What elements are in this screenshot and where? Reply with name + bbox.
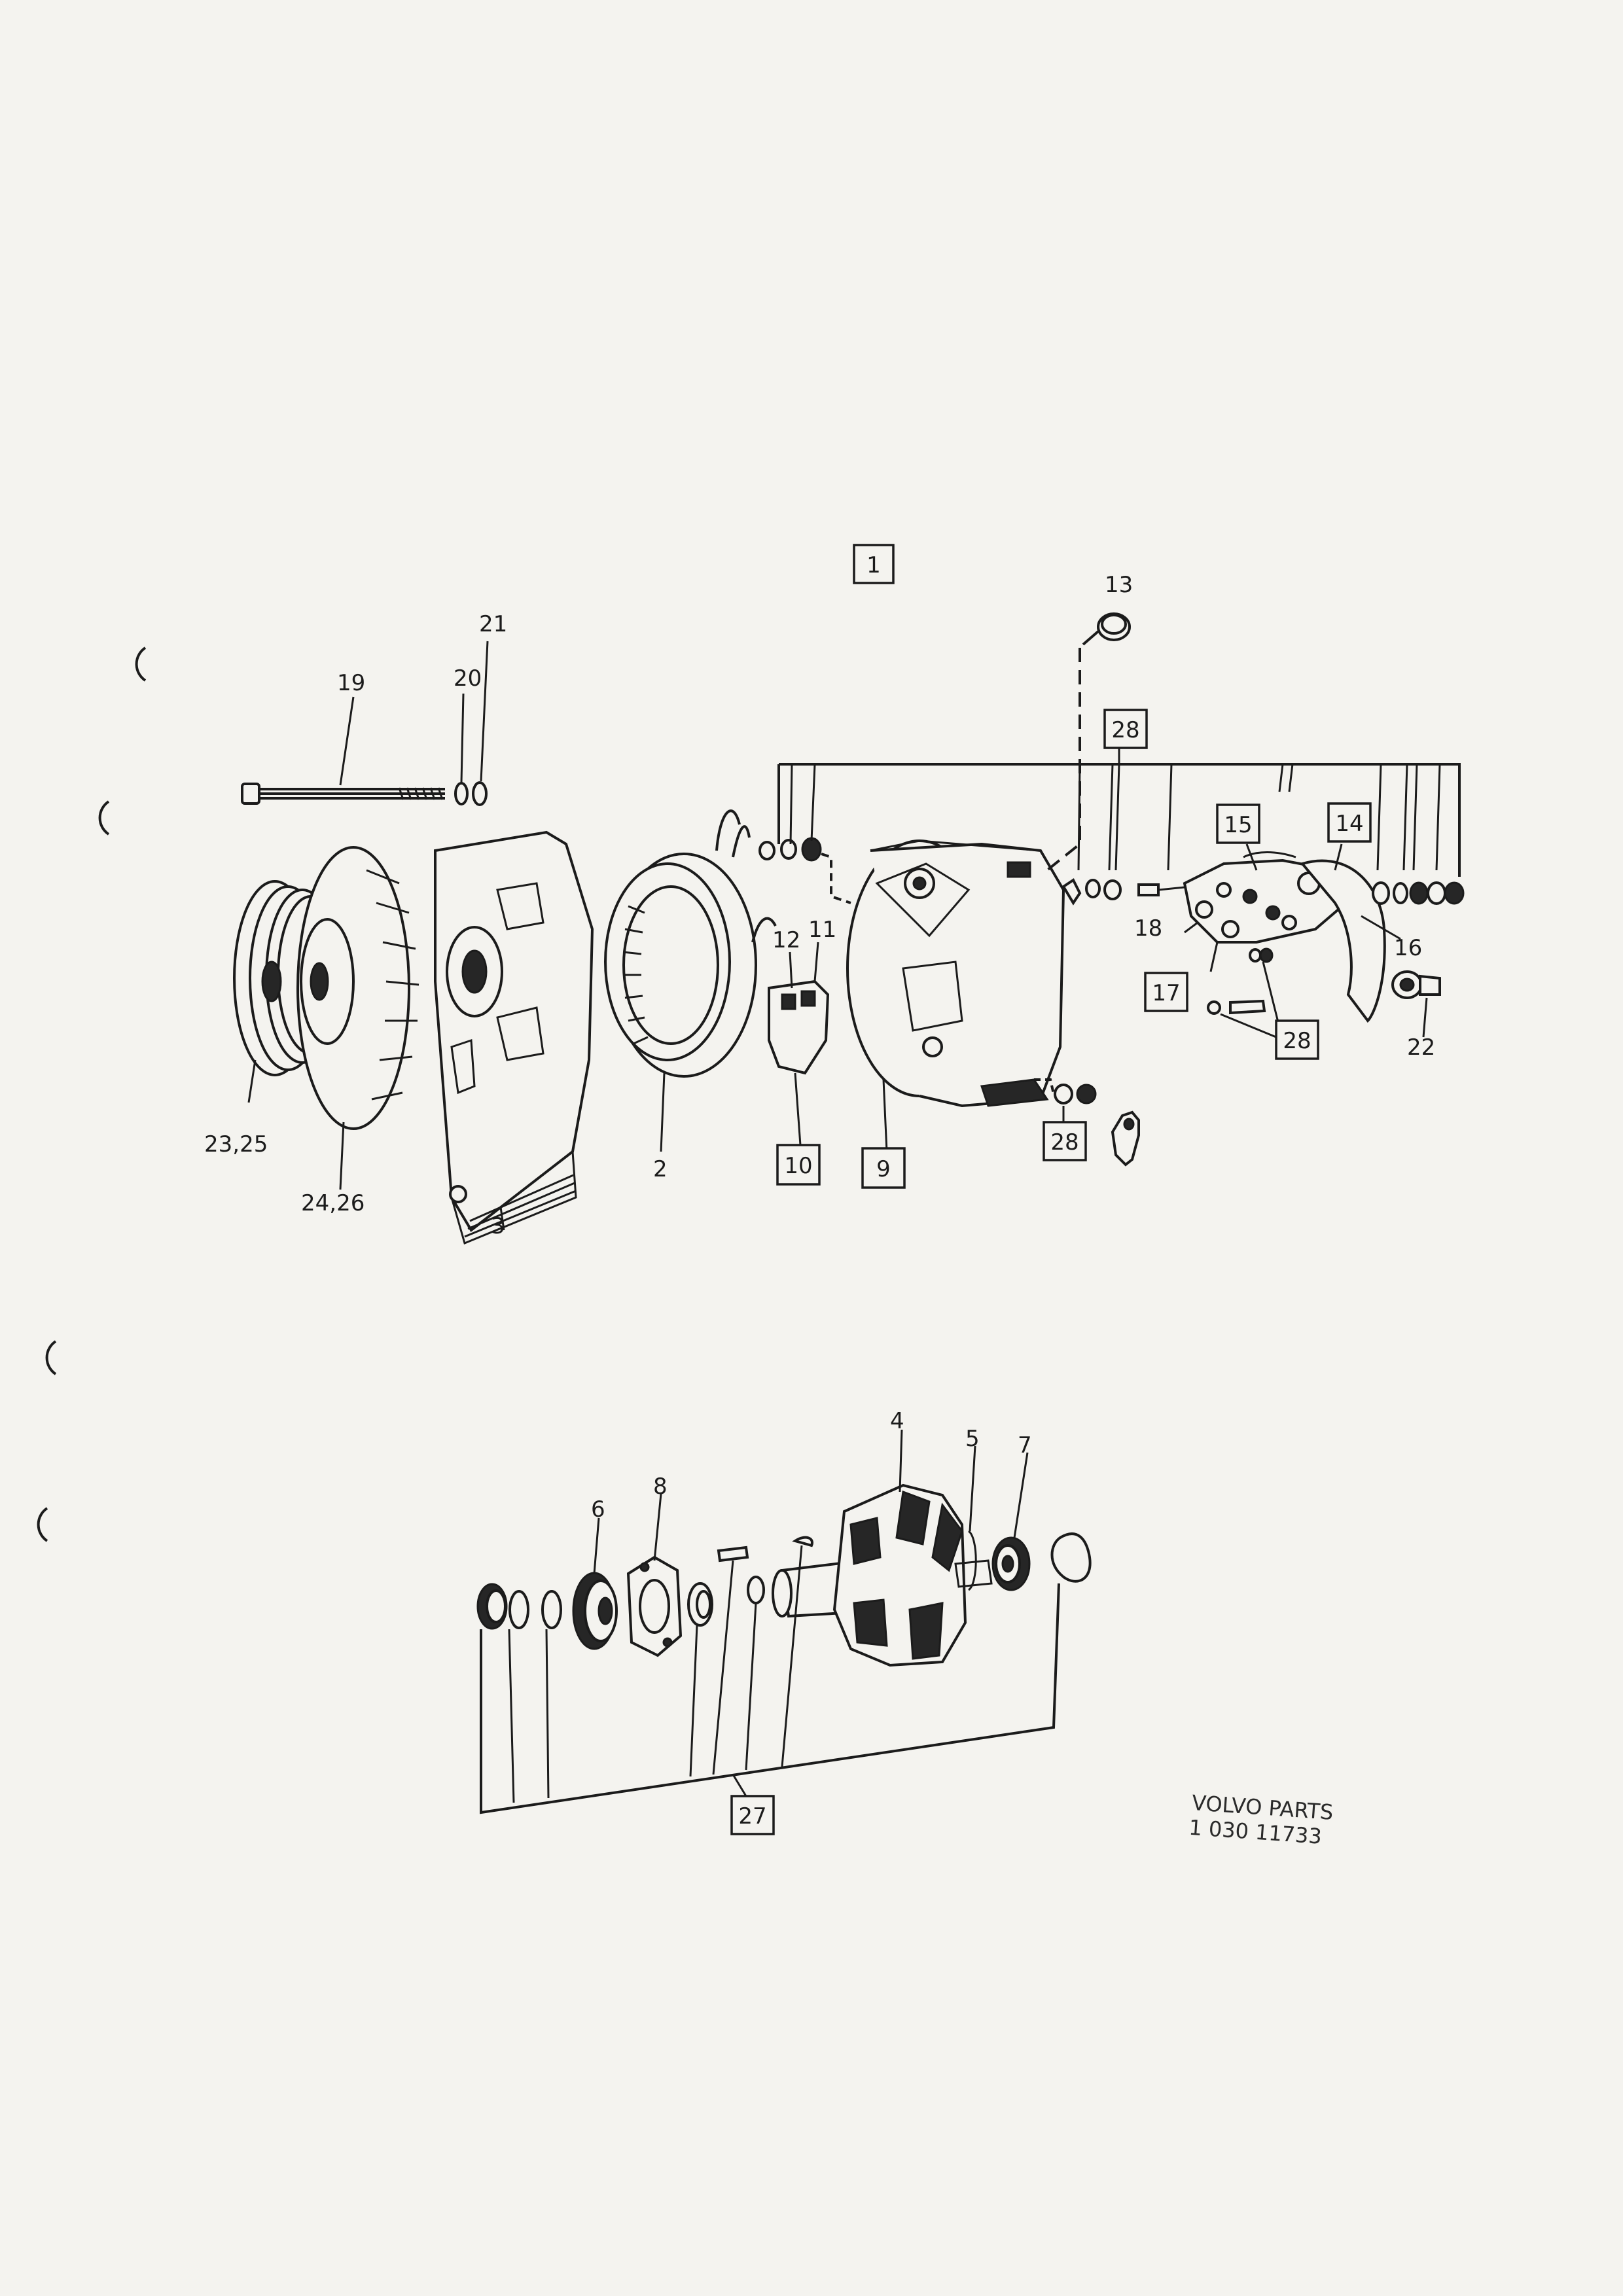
- label-22: 22: [1407, 1034, 1435, 1061]
- nut-set-far-right: [1372, 881, 1465, 905]
- svg-text:1: 1: [866, 552, 881, 578]
- label-20: 20: [454, 665, 482, 692]
- svg-text:27: 27: [738, 1803, 766, 1829]
- label-2: 2: [653, 1156, 668, 1182]
- binder-hole-marks: [37, 646, 147, 1542]
- label-6: 6: [591, 1496, 605, 1523]
- stator: [604, 809, 777, 1078]
- label-4: 4: [890, 1408, 904, 1434]
- svg-text:9: 9: [876, 1156, 891, 1182]
- svg-text:17: 17: [1152, 980, 1180, 1006]
- label-3: 3: [491, 1213, 505, 1239]
- callout-box-14: 14: [1327, 802, 1372, 843]
- label-11: 11: [808, 917, 836, 943]
- callout-box-28-top: 28: [1103, 709, 1148, 749]
- terminal-nut: [1391, 970, 1441, 999]
- through-bolt: [241, 783, 445, 805]
- svg-text:28: 28: [1050, 1129, 1079, 1156]
- assembly-number-box: 1: [853, 544, 895, 584]
- callout-box-17: 17: [1144, 972, 1188, 1012]
- nut-small: [472, 781, 488, 806]
- spacer-ring: [687, 1582, 713, 1627]
- cable-eye: [1111, 1110, 1140, 1167]
- circlip: [747, 1576, 765, 1604]
- callout-box-9: 9: [861, 1147, 906, 1189]
- bearing: [572, 1572, 618, 1650]
- spring-washer: [508, 1590, 529, 1629]
- bolt-washer-set-right: [1061, 878, 1185, 906]
- o-ring: [1050, 1532, 1092, 1583]
- svg-text:14: 14: [1335, 811, 1363, 837]
- label-23-25: 23,25: [204, 1131, 268, 1157]
- label-19: 19: [337, 670, 365, 696]
- bearing-rear: [991, 1536, 1031, 1591]
- callout-box-28-lower: 28: [1043, 1121, 1087, 1161]
- screw-washer-lower: [1207, 947, 1274, 1015]
- label-16: 16: [1394, 935, 1422, 961]
- svg-text:28: 28: [1283, 1028, 1311, 1054]
- shaft-nut: [476, 1583, 508, 1630]
- label-24-26: 24,26: [301, 1190, 365, 1216]
- bolt-washer-set-left: [758, 837, 851, 904]
- label-18: 18: [1134, 915, 1162, 942]
- slip-ring-end-housing: [846, 839, 1065, 1108]
- fan: [296, 846, 419, 1130]
- drive-end-shield: [434, 830, 594, 1245]
- cap: [1097, 612, 1131, 641]
- brush-holder: [768, 980, 830, 1075]
- label-12: 12: [772, 927, 800, 953]
- flat-washer: [541, 1590, 562, 1629]
- callout-box-27: 27: [730, 1795, 775, 1835]
- label-21: 21: [479, 611, 507, 637]
- label-5: 5: [965, 1426, 980, 1452]
- rotor: [772, 1483, 993, 1667]
- svg-text:28: 28: [1111, 717, 1139, 743]
- label-7: 7: [1018, 1432, 1032, 1458]
- callout-box-10: 10: [776, 1144, 821, 1186]
- volvo-parts-stamp: VOLVO PARTS 1 030 11733: [1188, 1790, 1334, 1849]
- cover-plate: [1300, 859, 1386, 1023]
- svg-text:15: 15: [1224, 812, 1252, 838]
- washer-nut-set: [1054, 1084, 1097, 1104]
- bracket-27: [480, 1545, 1060, 1814]
- retainer-plate: [626, 1555, 683, 1657]
- bracket-28-top: [777, 746, 1461, 877]
- label-13: 13: [1105, 572, 1133, 598]
- spring-washer: [454, 782, 469, 805]
- label-8: 8: [653, 1474, 668, 1500]
- callout-box-15: 15: [1216, 804, 1260, 844]
- callout-box-28-right: 28: [1275, 1019, 1319, 1060]
- svg-text:10: 10: [784, 1153, 812, 1179]
